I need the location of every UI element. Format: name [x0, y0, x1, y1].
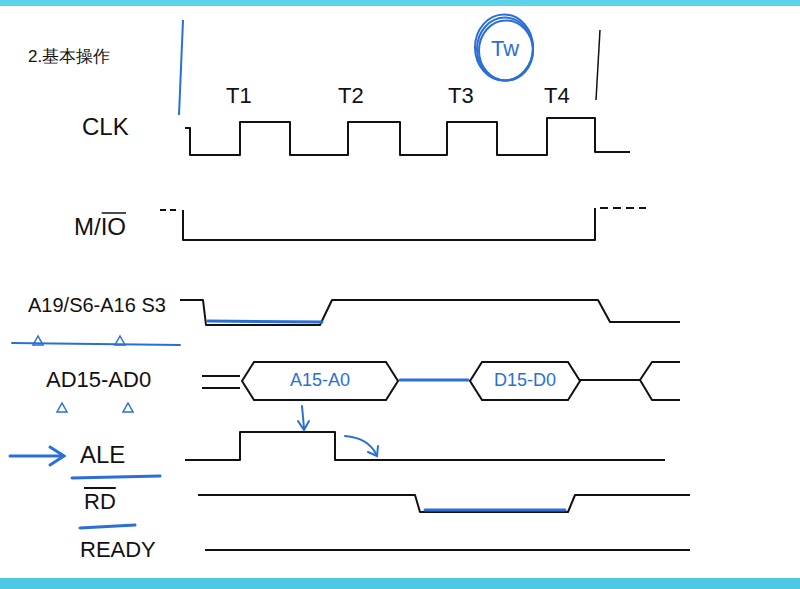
ad-wave: [640, 362, 680, 400]
triangle-mark: [115, 336, 125, 345]
signal-name: AD15-AD0: [46, 368, 151, 392]
circled-note: Tw: [474, 14, 536, 84]
clk-wave: [185, 118, 630, 155]
circle-stroke: [479, 21, 533, 81]
ad-wave: [202, 375, 240, 377]
circle-stroke: [477, 18, 533, 81]
rd-wave: [198, 495, 690, 512]
top-band: [0, 0, 800, 6]
highlight-stroke: [400, 379, 468, 382]
highlight-stroke: [425, 509, 565, 512]
ready-wave: [205, 549, 690, 551]
ale-wave: [185, 432, 665, 460]
signal-name: CLK: [82, 114, 129, 140]
node-texts: D15-D0: [494, 371, 556, 391]
node-texts: Tw: [491, 37, 519, 61]
bus-value: A15-A0: [242, 362, 398, 400]
underline: [80, 525, 135, 528]
signal-name: READY: [80, 538, 156, 562]
triangle-mark: [123, 403, 133, 412]
a19-wave: [180, 300, 680, 325]
underline: [72, 476, 160, 478]
signal-name: RD: [84, 490, 116, 514]
clock-period: T3: [448, 84, 474, 108]
mio-dash: [600, 207, 646, 209]
leader-arrow: [302, 406, 304, 428]
page-title: 2.基本操作: [28, 48, 110, 67]
highlight-stroke: [208, 321, 322, 322]
period-mark: [179, 20, 183, 115]
bottom-band: [0, 578, 800, 589]
leader-arrow: [298, 421, 309, 430]
pointer-arrow: [10, 455, 62, 458]
period-mark: [596, 30, 600, 100]
pointer-arrow: [50, 447, 64, 465]
node-text: A15-A0: [290, 371, 350, 391]
leader-arrow: [368, 446, 378, 456]
clock-period: T4: [544, 84, 570, 108]
mio-wave: [183, 208, 595, 240]
mio-dash: [160, 209, 178, 211]
node-text: D15-D0: [494, 371, 556, 391]
bus-hexagon: [242, 362, 398, 400]
signal-name: ALE: [80, 442, 125, 468]
signal-name: A19/S6-A16 S3: [28, 294, 166, 316]
ad-wave: [580, 379, 640, 381]
clock-period: T1: [226, 84, 252, 108]
circle-stroke: [475, 15, 533, 81]
node-texts: A15-A0: [290, 371, 350, 391]
signal-name: M/IO: [74, 214, 126, 240]
bus-hexagon: [470, 362, 580, 400]
ad-wave: [202, 387, 240, 389]
bus-value: D15-D0: [470, 362, 580, 400]
triangle-mark: [33, 336, 43, 345]
leader-arrow: [345, 436, 376, 454]
node-text: Tw: [491, 37, 519, 61]
triangle-mark: [57, 403, 67, 412]
clock-period: T2: [338, 84, 364, 108]
